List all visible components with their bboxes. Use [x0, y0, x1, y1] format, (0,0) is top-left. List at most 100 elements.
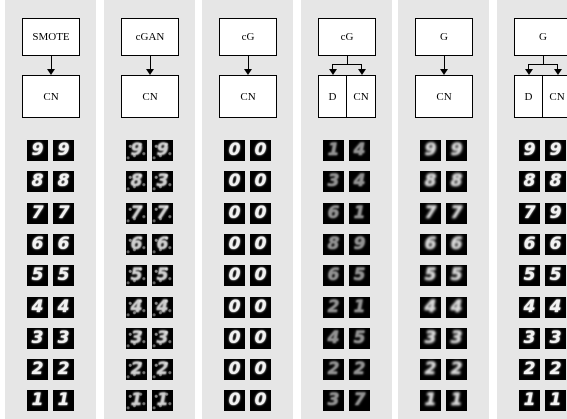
digit-glyph: 1 — [328, 142, 340, 159]
digit-sample: 2 — [27, 359, 48, 380]
digit-sample: 6 — [27, 234, 48, 255]
digit-glyph: 6 — [524, 236, 536, 253]
digit-sample: 1 — [126, 390, 147, 411]
arrow-line — [150, 56, 151, 69]
classifier-box: CN — [219, 75, 277, 118]
digit-sample: 4 — [152, 297, 173, 318]
digit-glyph: 4 — [425, 299, 437, 316]
digit-glyph: 8 — [425, 173, 437, 190]
digit-sample: 5 — [545, 265, 566, 286]
digit-glyph: 6 — [32, 236, 44, 253]
digit-glyph: 0 — [229, 267, 241, 284]
digit-sample: 8 — [420, 171, 441, 192]
digit-glyph: 1 — [354, 205, 366, 222]
digit-glyph: 8 — [451, 173, 463, 190]
digit-glyph: 3 — [328, 392, 340, 409]
digit-sample: 5 — [53, 265, 74, 286]
classifier-label: D — [525, 91, 533, 103]
digit-glyph: 9 — [550, 142, 562, 159]
digit-sample: 5 — [349, 328, 370, 349]
digit-sample: 8 — [53, 171, 74, 192]
digit-sample: 7 — [519, 203, 540, 224]
digit-glyph: 2 — [524, 361, 536, 378]
digit-sample: 3 — [152, 328, 173, 349]
digit-glyph: 1 — [425, 392, 437, 409]
digit-glyph: 9 — [451, 142, 463, 159]
digit-sample: 0 — [224, 265, 245, 286]
digit-glyph: 4 — [58, 299, 70, 316]
digit-sample: 2 — [420, 359, 441, 380]
generator-box: G — [415, 18, 473, 56]
digit-glyph: 2 — [157, 361, 169, 378]
digit-glyph: 5 — [550, 267, 562, 284]
digit-glyph: 0 — [229, 361, 241, 378]
digit-glyph: 2 — [425, 361, 437, 378]
digit-sample: 0 — [250, 234, 271, 255]
classifier-box: CN — [346, 75, 376, 118]
digit-glyph: 5 — [425, 267, 437, 284]
digit-sample: 1 — [349, 297, 370, 318]
digit-sample: 9 — [545, 203, 566, 224]
digit-sample: 0 — [250, 140, 271, 161]
digit-sample: 1 — [420, 390, 441, 411]
digit-sample: 3 — [420, 328, 441, 349]
digit-glyph: 3 — [58, 330, 70, 347]
digit-sample: 4 — [349, 171, 370, 192]
generator-label: SMOTE — [32, 31, 69, 43]
digit-sample: 9 — [349, 234, 370, 255]
digit-glyph: 6 — [550, 236, 562, 253]
digit-sample: 7 — [152, 203, 173, 224]
digit-sample: 9 — [519, 140, 540, 161]
arrow-head — [47, 69, 55, 75]
digit-glyph: 1 — [451, 392, 463, 409]
classifier-box: CN — [22, 75, 80, 118]
digit-glyph: 1 — [524, 392, 536, 409]
digit-glyph: 8 — [550, 173, 562, 190]
digit-sample: 2 — [126, 359, 147, 380]
digit-glyph: 2 — [328, 299, 340, 316]
digit-glyph: 0 — [255, 330, 267, 347]
digit-glyph: 9 — [550, 205, 562, 222]
digit-sample: 4 — [349, 140, 370, 161]
digit-glyph: 0 — [255, 392, 267, 409]
arrow-head — [440, 69, 448, 75]
digit-glyph: 0 — [255, 299, 267, 316]
digit-glyph: 4 — [354, 173, 366, 190]
digit-sample: 0 — [224, 359, 245, 380]
digit-sample: 5 — [126, 265, 147, 286]
digit-sample: 1 — [53, 390, 74, 411]
digit-sample: 9 — [126, 140, 147, 161]
digit-sample: 1 — [27, 390, 48, 411]
digit-glyph: 4 — [157, 299, 169, 316]
digit-glyph: 7 — [131, 205, 143, 222]
digit-glyph: 8 — [58, 173, 70, 190]
digit-sample: 0 — [250, 359, 271, 380]
digit-glyph: 2 — [58, 361, 70, 378]
classifier-box: CN — [121, 75, 179, 118]
digit-sample: 1 — [446, 390, 467, 411]
digit-glyph: 0 — [229, 330, 241, 347]
digit-glyph: 5 — [354, 330, 366, 347]
generator-label: cG — [341, 31, 354, 43]
digit-glyph: 0 — [229, 236, 241, 253]
digit-glyph: 5 — [131, 267, 143, 284]
classifier-box: CN — [415, 75, 473, 118]
digit-glyph: 5 — [157, 267, 169, 284]
arrow-branch — [529, 64, 558, 65]
digit-sample: 2 — [323, 359, 344, 380]
digit-sample: 3 — [545, 328, 566, 349]
digit-sample: 8 — [323, 234, 344, 255]
arrow-head — [244, 69, 252, 75]
digit-sample: 0 — [250, 203, 271, 224]
digit-sample: 5 — [420, 265, 441, 286]
generator-label: G — [539, 31, 547, 43]
digit-sample: 8 — [519, 171, 540, 192]
digit-sample: 6 — [126, 234, 147, 255]
digit-glyph: 9 — [157, 142, 169, 159]
generator-label: G — [440, 31, 448, 43]
digit-sample: 7 — [53, 203, 74, 224]
digit-glyph: 2 — [131, 361, 143, 378]
arrow-line — [347, 56, 348, 64]
digit-glyph: 0 — [255, 205, 267, 222]
